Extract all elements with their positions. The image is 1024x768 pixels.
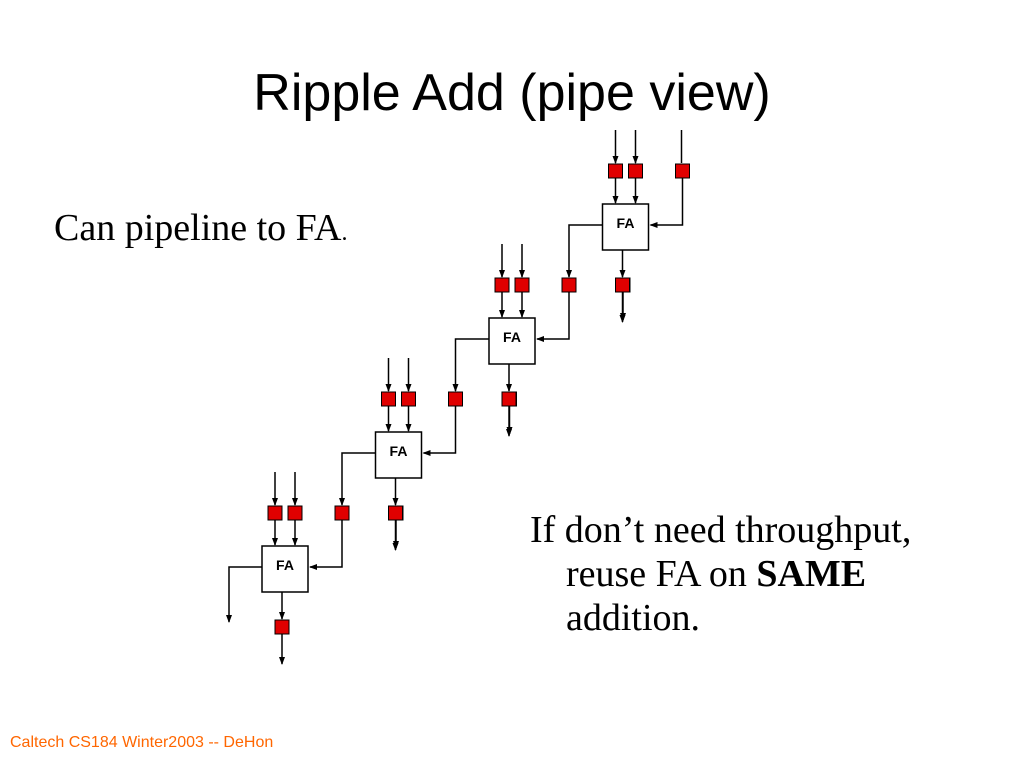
stage-3-carry-in-register (561, 277, 577, 293)
stage-1-input-b-register (287, 505, 303, 521)
bullet-pipeline: Can pipeline to FA. (54, 206, 347, 250)
stage-3-fa-block (488, 317, 536, 365)
stage-2-carry-in-register (448, 391, 463, 407)
bullet-throughput: If don’t need throughput, reuse FA on SA… (530, 508, 1010, 640)
stage-1-fa-block (261, 545, 309, 593)
stage-2-input-b-register (401, 391, 416, 407)
stage-3-input-b-register (514, 277, 530, 293)
stage-2-carry-out-wire (339, 452, 376, 506)
bullet-throughput-line2: reuse FA on SAME (530, 552, 1010, 596)
stage-4-fa-label: FA (617, 215, 635, 231)
bullet-pipeline-text: Can pipeline to FA (54, 207, 342, 249)
stage-1-sum-register (274, 619, 290, 635)
bullet-pipeline-period: . (341, 220, 348, 246)
stage-4-fa-block (601, 203, 650, 251)
stage-2-fa-block (374, 431, 423, 479)
stage-4-sum-register (615, 277, 630, 293)
stage-4-carry-in-register (675, 163, 690, 179)
stage-4-input-b-register (628, 163, 643, 179)
stage-2-fa-label: FA (390, 443, 408, 459)
stage-1-carry-in-register (334, 505, 350, 521)
stage-3-carry-in-to-fa (536, 292, 570, 342)
bullet-throughput-line3: addition. (566, 597, 701, 639)
stage-1-carry-in-to-fa (309, 520, 343, 570)
slide-title: Ripple Add (pipe view) (253, 64, 771, 122)
stage-4-input-a-register (608, 163, 623, 179)
stage-2-sum-register (388, 505, 403, 521)
stage-3-carry-out-wire (452, 338, 489, 392)
stage-2-input-a-register (381, 391, 396, 407)
stage-1-carry-out-wire (226, 566, 262, 623)
bullet-throughput-line2-text: reuse FA on (566, 553, 757, 595)
footer-credit: Caltech CS184 Winter2003 -- DeHon (10, 734, 274, 751)
stage-4-carry-in-to-fa (649, 178, 684, 228)
bullet-throughput-line1: If don’t need throughput, (530, 509, 912, 551)
stage-3-input-a-register (494, 277, 510, 293)
stage-4-carry-out-wire (566, 224, 603, 278)
stage-1-input-a-register (267, 505, 283, 521)
bullet-throughput-emphasis: SAME (756, 553, 867, 595)
adder-stages: FA FA FA FA (226, 130, 690, 665)
stage-3-fa-label: FA (503, 329, 521, 345)
stage-1-fa-label: FA (276, 557, 294, 573)
stage-3-sum-register (501, 391, 517, 407)
stage-2-carry-in-to-fa (422, 406, 457, 456)
